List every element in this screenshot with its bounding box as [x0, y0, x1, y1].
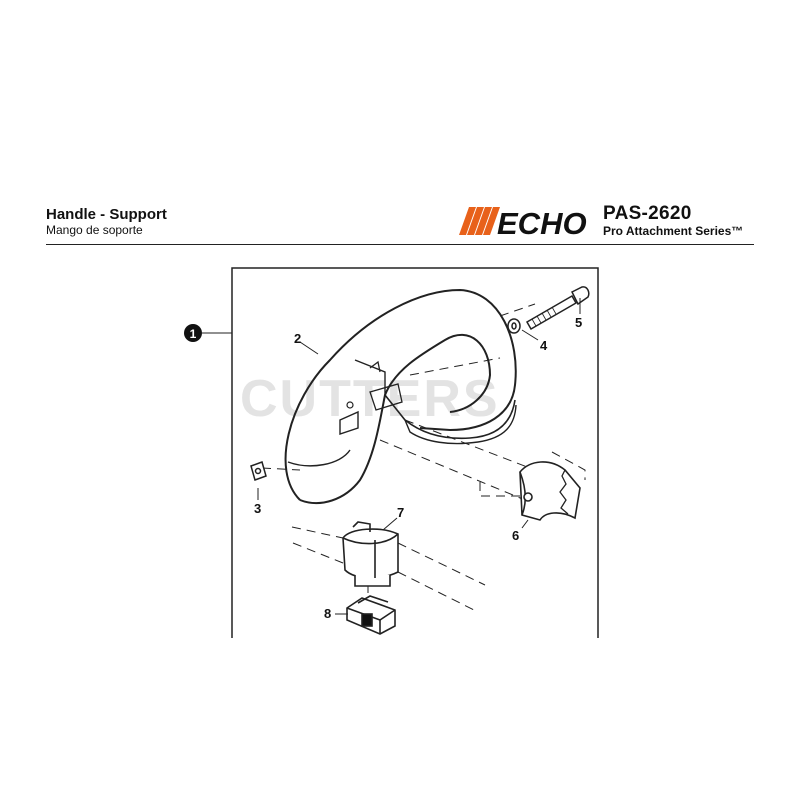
page-title: Handle - Support — [46, 206, 167, 223]
assembly-lines — [261, 303, 586, 613]
callout-8: 8 — [324, 606, 331, 621]
callout-4: 4 — [540, 338, 548, 353]
square-nut — [250, 461, 267, 481]
rubber-block — [346, 595, 396, 635]
callout-3: 3 — [254, 501, 261, 516]
washer — [507, 318, 521, 334]
watermark-text: CUTTERS — [240, 370, 500, 428]
echo-logo: ECHO — [457, 203, 589, 244]
clamp-half — [519, 461, 581, 521]
svg-text:1: 1 — [190, 327, 197, 341]
page-subtitle: Mango de soporte — [46, 223, 143, 237]
diagram-frame — [231, 267, 599, 638]
header-divider — [46, 244, 754, 245]
assembly-marker: 1 — [184, 324, 232, 342]
model-number: PAS-2620 — [603, 203, 692, 224]
brand-wordmark: ECHO — [497, 206, 587, 239]
leader-lines — [257, 298, 581, 615]
loop-handle — [284, 288, 517, 505]
callout-6: 6 — [512, 528, 519, 543]
product-series: Pro Attachment Series™ — [603, 224, 744, 238]
bolt — [525, 286, 590, 331]
callout-2: 2 — [294, 331, 301, 346]
callout-5: 5 — [575, 315, 582, 330]
lower-clamp — [342, 521, 399, 587]
callout-7: 7 — [397, 505, 404, 520]
